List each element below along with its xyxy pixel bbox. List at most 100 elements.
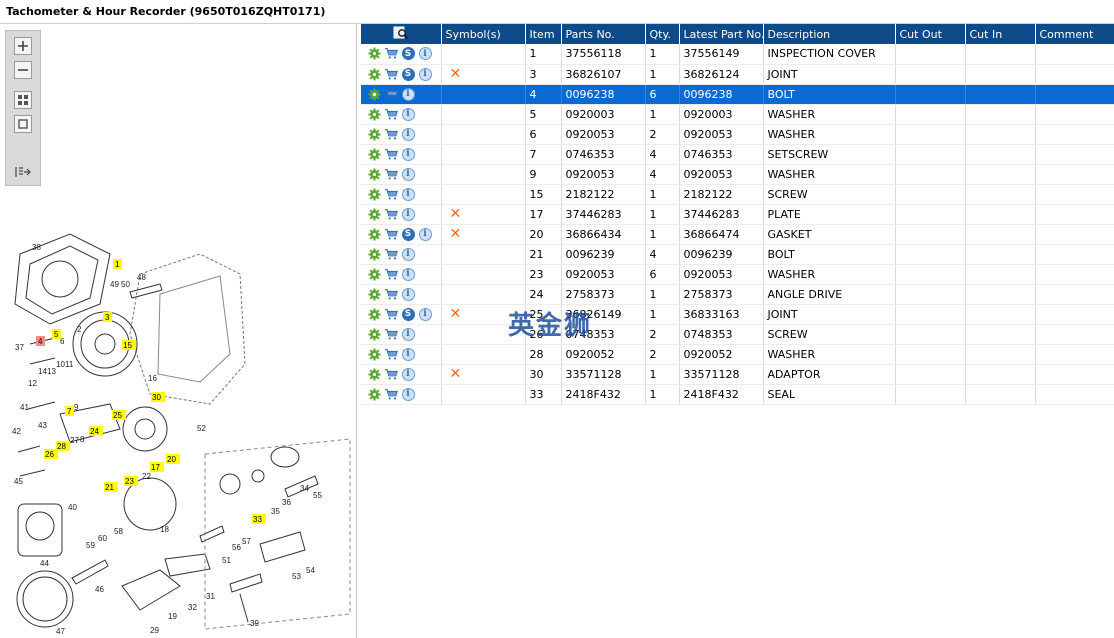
info-icon[interactable]: i xyxy=(401,207,415,221)
cart-icon[interactable] xyxy=(384,68,398,81)
cart-icon[interactable] xyxy=(384,348,398,361)
column-header-item[interactable]: Item xyxy=(525,24,562,44)
info-icon[interactable]: i xyxy=(401,247,415,261)
info-icon[interactable]: i xyxy=(401,327,415,341)
gear-icon[interactable] xyxy=(368,88,381,101)
column-header-parts-no[interactable]: Parts No. xyxy=(561,24,646,44)
column-header-cut-in[interactable]: Cut In xyxy=(965,24,1036,44)
cart-icon[interactable] xyxy=(384,268,398,281)
info-icon[interactable]: i xyxy=(418,307,432,321)
gear-icon[interactable] xyxy=(368,108,381,121)
info-icon[interactable]: i xyxy=(401,127,415,141)
column-header-description[interactable]: Description xyxy=(763,24,896,44)
column-header-tools[interactable] xyxy=(361,24,442,44)
supersession-icon[interactable]: S xyxy=(401,227,415,241)
gear-icon[interactable] xyxy=(368,148,381,161)
cart-icon[interactable] xyxy=(384,328,398,341)
cart-icon[interactable] xyxy=(384,208,398,221)
gear-icon[interactable] xyxy=(368,47,381,60)
fit-all-button[interactable] xyxy=(14,91,32,109)
info-icon[interactable]: i xyxy=(401,167,415,181)
cart-icon[interactable] xyxy=(384,368,398,381)
gear-icon[interactable] xyxy=(368,248,381,261)
cart-icon[interactable] xyxy=(384,108,398,121)
cart-icon[interactable] xyxy=(384,288,398,301)
column-header-comment[interactable]: Comment xyxy=(1035,24,1114,44)
gear-icon[interactable] xyxy=(368,268,381,281)
gear-icon[interactable] xyxy=(368,348,381,361)
cart-icon[interactable] xyxy=(384,308,398,321)
info-icon[interactable]: i xyxy=(401,287,415,301)
info-icon[interactable]: i xyxy=(401,87,415,101)
cart-icon[interactable] xyxy=(384,148,398,161)
zoom-out-button[interactable] xyxy=(14,61,32,79)
item-cell: 7 xyxy=(525,144,562,165)
cart-icon[interactable] xyxy=(384,388,398,401)
gear-icon[interactable] xyxy=(368,308,381,321)
gear-icon[interactable] xyxy=(368,388,381,401)
gear-icon[interactable] xyxy=(368,328,381,341)
supersession-icon[interactable]: S xyxy=(401,67,415,81)
info-icon[interactable]: i xyxy=(418,227,432,241)
gear-icon[interactable] xyxy=(368,228,381,241)
latest-part-no-cell: 2418F432 xyxy=(679,384,764,405)
cart-icon[interactable] xyxy=(384,168,398,181)
column-header-cut-out[interactable]: Cut Out xyxy=(895,24,966,44)
gear-icon[interactable] xyxy=(368,128,381,141)
info-icon[interactable]: i xyxy=(401,347,415,361)
cart-icon[interactable] xyxy=(384,248,398,261)
cart-icon[interactable] xyxy=(384,188,398,201)
cart-icon[interactable] xyxy=(384,228,398,241)
column-header-symbols[interactable]: Symbol(s) xyxy=(441,24,526,44)
info-icon[interactable]: i xyxy=(401,387,415,401)
info-icon[interactable]: i xyxy=(418,67,432,81)
gear-icon[interactable] xyxy=(368,368,381,381)
info-icon[interactable]: i xyxy=(418,47,432,61)
gear-icon[interactable] xyxy=(368,288,381,301)
latest-part-no-cell: 37556149 xyxy=(679,44,764,65)
info-icon[interactable]: i xyxy=(401,267,415,281)
cart-icon[interactable] xyxy=(384,128,398,141)
search-parts-icon[interactable] xyxy=(393,26,409,40)
cart-icon[interactable] xyxy=(384,88,398,101)
info-icon[interactable]: i xyxy=(401,107,415,121)
info-icon[interactable]: i xyxy=(401,367,415,381)
column-header-latest-part-no[interactable]: Latest Part No. xyxy=(679,24,764,44)
actual-size-button[interactable] xyxy=(14,115,32,133)
cart-icon[interactable] xyxy=(384,47,398,60)
info-icon[interactable]: i xyxy=(401,147,415,161)
gear-icon[interactable] xyxy=(368,68,381,81)
export-button[interactable] xyxy=(14,163,32,181)
gear-icon[interactable] xyxy=(368,168,381,181)
column-header-qty[interactable]: Qty. xyxy=(645,24,680,44)
gear-icon[interactable] xyxy=(368,208,381,221)
gear-icon[interactable] xyxy=(368,188,381,201)
cut-in-cell xyxy=(965,44,1036,65)
row-actions: i xyxy=(361,184,442,205)
supersession-icon[interactable]: S xyxy=(401,307,415,321)
info-icon[interactable]: i xyxy=(401,187,415,201)
zoom-in-button[interactable] xyxy=(14,37,32,55)
supersession-icon[interactable]: S xyxy=(401,47,415,61)
